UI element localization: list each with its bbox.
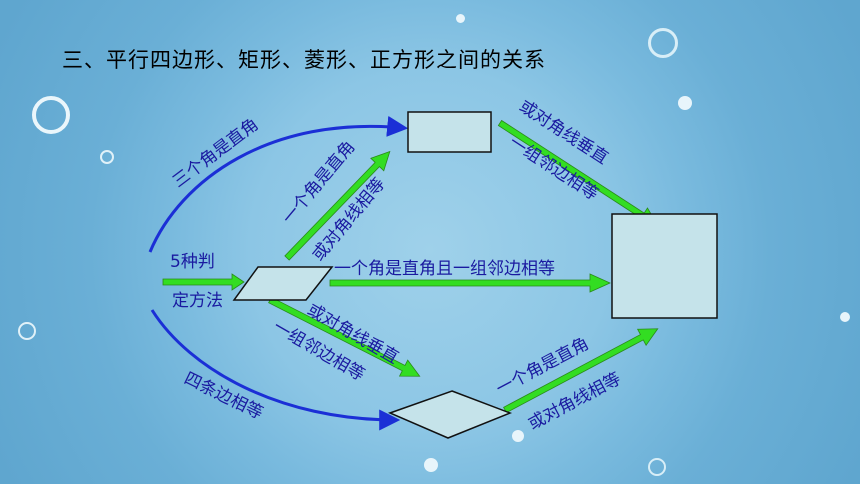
- arrow-rhombus-to-square: [503, 328, 659, 414]
- arrow-parallelogram-to-square: [329, 273, 611, 293]
- label-right-angle-and-adjacent-equal: 一个角是直角且一组邻边相等: [334, 259, 555, 279]
- square-shape: [611, 213, 718, 319]
- curve-arrow-to-rectangle: [148, 115, 409, 253]
- label-five-methods-line2: 定方法: [172, 291, 223, 311]
- bubble-ring: [100, 150, 114, 164]
- rhombus-shape: [387, 390, 513, 439]
- page-title: 三、平行四边形、矩形、菱形、正方形之间的关系: [62, 48, 546, 72]
- arrow-parallelogram-to-rectangle: [284, 150, 391, 261]
- arrow-parallelogram-to-rhombus: [268, 296, 421, 377]
- bubble-dot: [678, 96, 692, 110]
- curve-arrow-to-rhombus: [150, 309, 401, 431]
- bubble-dot: [424, 458, 438, 472]
- bubble-dot: [512, 430, 524, 442]
- bubble-ring: [18, 322, 36, 340]
- bubble-dot: [456, 14, 465, 23]
- bubble-ring: [32, 96, 70, 134]
- arrow-start-to-parallelogram: [162, 273, 245, 291]
- bubble-ring: [648, 28, 678, 58]
- rectangle-shape: [407, 111, 492, 153]
- parallelogram-shape: [232, 266, 334, 301]
- bubble-dot: [840, 312, 850, 322]
- bubble-ring: [648, 458, 666, 476]
- label-five-methods-line1: 5种判: [170, 252, 215, 272]
